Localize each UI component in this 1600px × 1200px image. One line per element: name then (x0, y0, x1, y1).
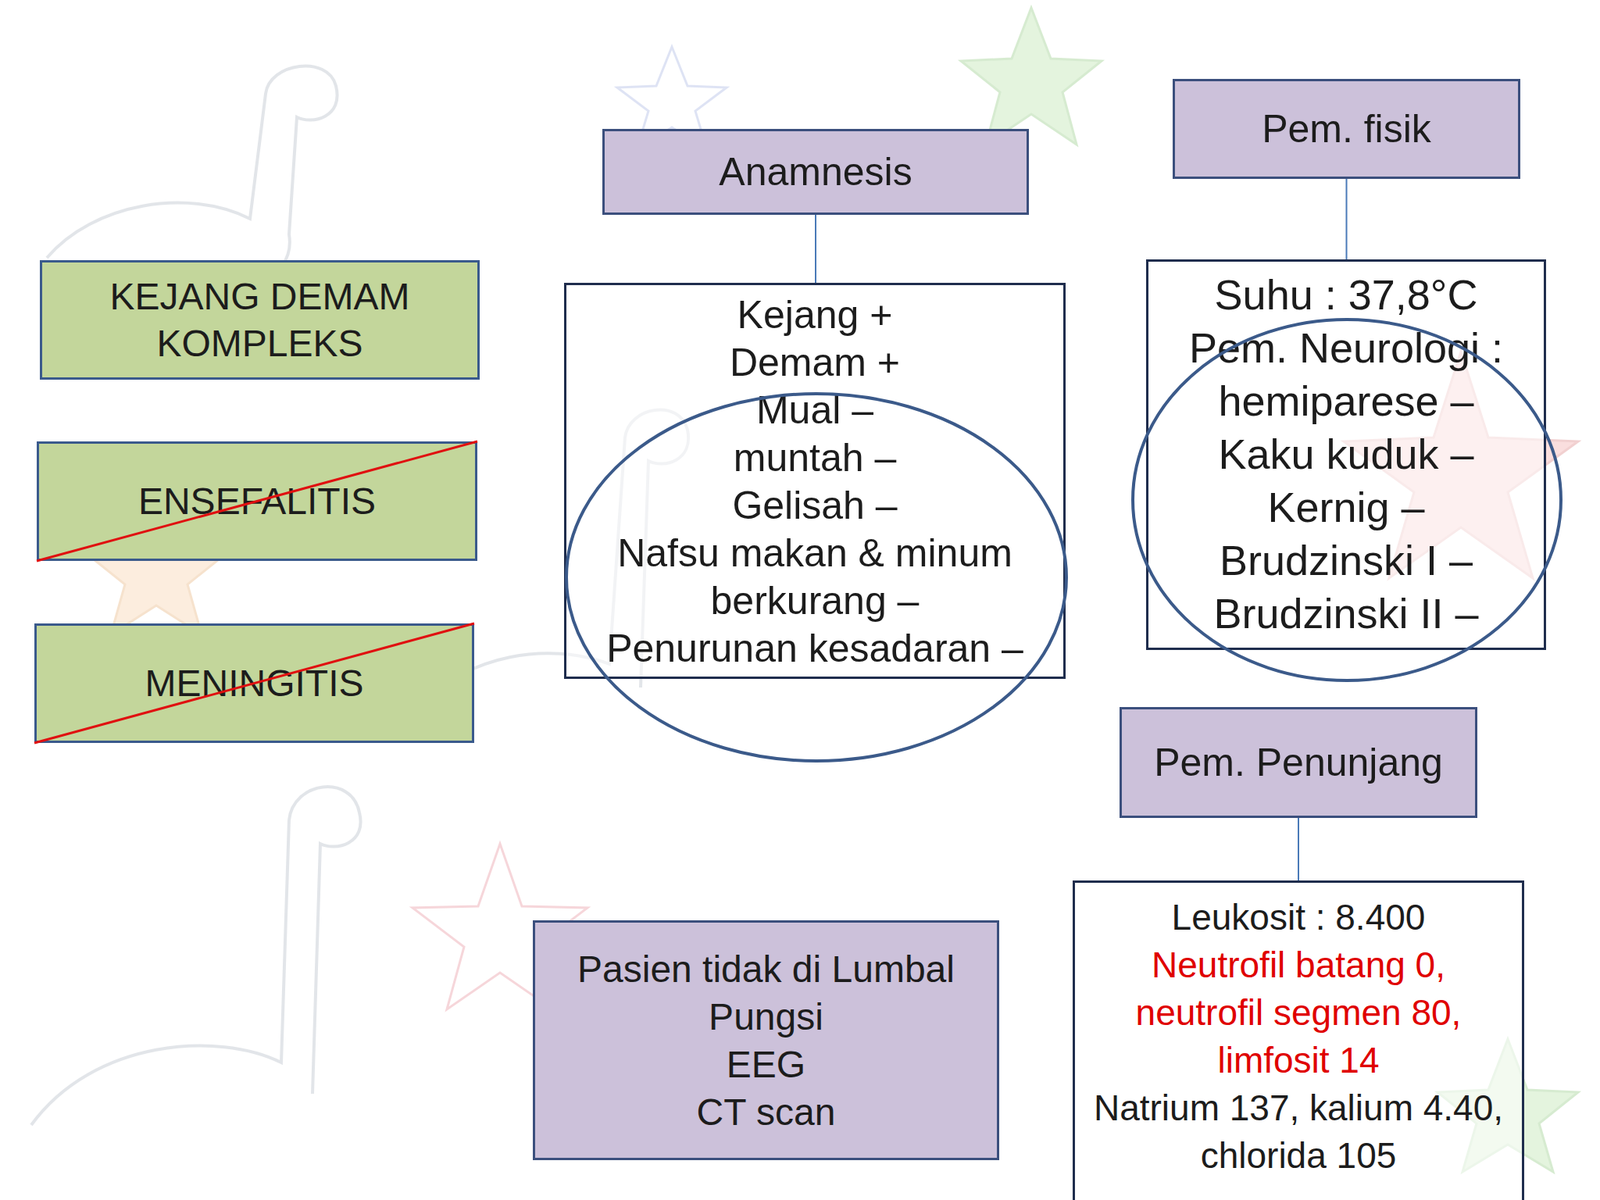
connector-line (1346, 178, 1348, 260)
node-text: Mual – (572, 386, 1058, 435)
node-text: MENINGITIS (44, 660, 465, 708)
node-text: Neutrofil batang 0, neutrofil segmen 80,… (1085, 941, 1511, 1085)
note-box: Pasien tidak di Lumbal PungsiEEGCT scan (532, 920, 1000, 1161)
dinosaur-doodle (31, 786, 361, 1125)
header-box: Pem. fisik (1172, 78, 1521, 179)
diagnosis-box: ENSEFALITIS (36, 441, 478, 561)
node-text: Pem. Penunjang (1129, 739, 1468, 786)
findings-box: Kejang +Demam +Mual –muntah –Gelisah –Na… (564, 282, 1066, 679)
highlight-ellipse (1132, 319, 1561, 681)
node-text: Kejang + (572, 291, 1058, 340)
node-text: Pem. Neurologi : (1151, 321, 1541, 375)
star-doodle (960, 7, 1102, 145)
diagnosis-box: MENINGITIS (34, 623, 475, 743)
lab-results-box: Leukosit : 8.400Neutrofil batang 0, neut… (1072, 880, 1525, 1200)
node-text: ENSEFALITIS (46, 478, 468, 525)
header-box: Pem. Penunjang (1119, 707, 1478, 818)
node-text: CT scan (542, 1088, 990, 1136)
node-text: Nafsu makan & minum berkurang – (572, 529, 1058, 625)
star-doodles (85, 7, 1579, 1172)
node-text: Kernig – (1151, 480, 1541, 534)
connector-line (814, 214, 817, 283)
node-text: Kaku kuduk – (1151, 427, 1541, 481)
header-box: Anamnesis (602, 128, 1029, 215)
node-text: Leukosit : 8.400 (1085, 893, 1511, 942)
node-text: muntah – (572, 434, 1058, 483)
node-text: Anamnesis (612, 148, 1019, 196)
node-text: KEJANG DEMAM KOMPLEKS (50, 273, 470, 368)
connector-line (1297, 817, 1300, 881)
node-text: Natrium 137, kalium 4.40, chlorida 105 (1085, 1084, 1511, 1180)
strike-line (34, 623, 475, 743)
node-text: EEG (542, 1040, 990, 1089)
node-text: Gelisah – (572, 482, 1058, 530)
node-text: Brudzinski I – (1151, 533, 1541, 587)
diagnosis-box: KEJANG DEMAM KOMPLEKS (39, 260, 480, 380)
node-text: hemiparese – (1151, 374, 1541, 428)
node-text: Penurunan kesadaran – (572, 625, 1058, 673)
node-text: Pem. fisik (1182, 105, 1511, 153)
node-text: Demam + (572, 339, 1058, 387)
findings-box: Suhu : 37,8°CPem. Neurologi :hemiparese … (1146, 259, 1547, 650)
node-text: Pasien tidak di Lumbal Pungsi (542, 945, 990, 1041)
node-text: Brudzinski II – (1151, 586, 1541, 640)
highlight-ellipse (566, 393, 1067, 761)
strike-line (36, 441, 478, 561)
node-text: Suhu : 37,8°C (1151, 267, 1541, 322)
